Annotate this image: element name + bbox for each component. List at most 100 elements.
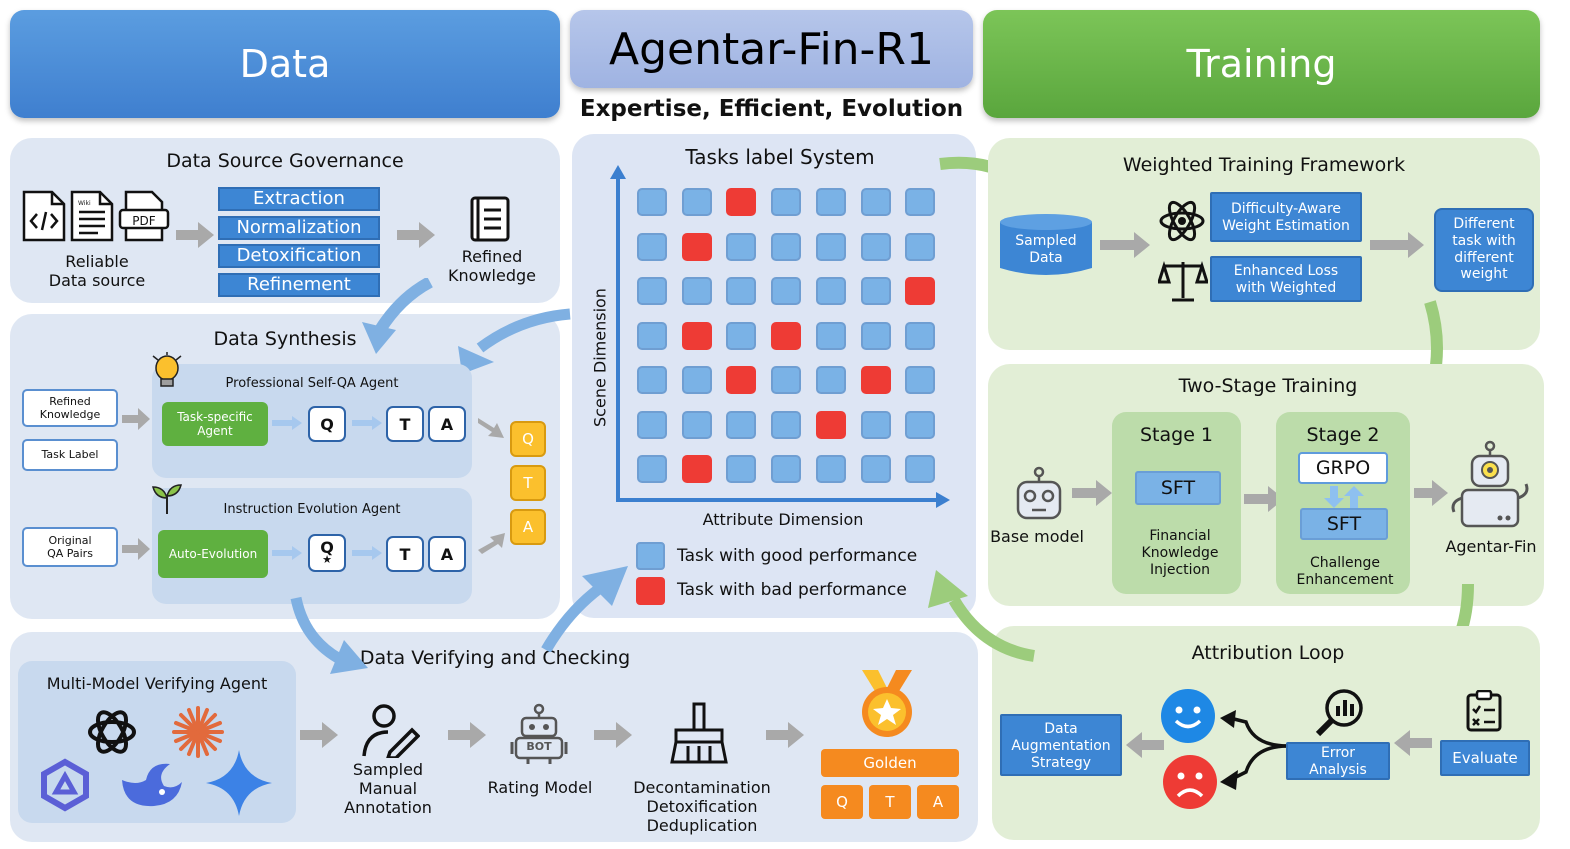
good-task-cell (905, 188, 936, 216)
bad-task-cell (681, 232, 712, 261)
legend-bad-swatch (636, 577, 665, 605)
stage2-label: Stage 2 (1306, 424, 1380, 446)
sampled-annotation-label: Sampled Manual Annotation (344, 760, 432, 818)
data-header-title: Data (239, 42, 331, 86)
wiki-doc-icon (70, 190, 114, 242)
good-task-cell (726, 277, 757, 305)
good-task-cell (815, 232, 846, 261)
refined-knowledge-label: Refined Knowledge (448, 247, 536, 286)
arrow-right-icon (176, 222, 214, 248)
good-task-cell (726, 232, 757, 261)
evaluate-box: Evaluate (1440, 740, 1530, 776)
stage1-desc: Financial Knowledge Injection (1141, 528, 1219, 578)
arrow-right-icon (1370, 232, 1424, 258)
refined-knowledge-input: Refined Knowledge (22, 389, 118, 427)
instruction-evolution-title: Instruction Evolution Agent (223, 502, 401, 517)
two-stage-title: Two-Stage Training (1178, 375, 1358, 397)
output-a-box: A (510, 509, 546, 545)
arrow-left-icon (1126, 732, 1164, 758)
data-header: Data (10, 10, 560, 118)
extraction-step: Extraction (218, 187, 380, 211)
database-icon (1000, 214, 1092, 275)
good-task-cell (637, 232, 667, 261)
good-task-cell (637, 410, 667, 439)
good-task-cell (681, 277, 712, 305)
evolved-question-box: Q ★ (308, 534, 346, 572)
curved-arrow-icon (458, 308, 571, 374)
detoxification-step: Detoxification (218, 244, 380, 268)
arrow-right-icon (1072, 480, 1112, 506)
good-task-cell (815, 277, 846, 305)
auto-evolution-agent: Auto-Evolution (158, 530, 268, 578)
self-qa-agent-title: Professional Self-QA Agent (225, 376, 399, 391)
good-task-cell (726, 455, 757, 483)
good-task-cell (637, 321, 667, 350)
arrow-down-right-icon (478, 418, 504, 438)
good-task-cell (771, 188, 802, 216)
task-specific-agent: Task-specific Agent (162, 402, 268, 446)
bad-task-cell (905, 277, 936, 305)
arrow-right-icon (272, 416, 302, 430)
happy-face-icon (1161, 689, 1215, 743)
good-task-cell (860, 277, 891, 305)
data-augmentation-box: Data Augmentation Strategy (1000, 714, 1122, 776)
subtitle: Expertise, Efficient, Evolution (579, 96, 964, 122)
refinement-step: Refinement (218, 273, 380, 297)
arrow-right-icon (1414, 480, 1448, 506)
good-task-cell (815, 321, 846, 350)
golden-t-box: T (869, 785, 911, 819)
arrow-up-right-icon (478, 533, 505, 554)
thinking-box: T (386, 536, 424, 572)
error-analysis-box: Error Analysis (1286, 742, 1390, 780)
knowledge-book-icon (470, 196, 510, 242)
answer-box: A (428, 536, 466, 572)
arrow-right-icon (766, 722, 804, 748)
good-task-cell (815, 366, 846, 394)
legend-bad-label: Task with bad performance (677, 580, 907, 600)
reliable-source-label: Reliable Data source (48, 252, 146, 291)
sft1-box: SFT (1135, 471, 1221, 505)
bad-task-cell (726, 188, 757, 216)
dsg-title: Data Source Governance (166, 150, 404, 172)
arrow-right-icon (122, 538, 150, 560)
good-task-cell (860, 410, 891, 439)
sampled-data-label: Sampled Data (1015, 233, 1077, 266)
arrow-right-icon (272, 546, 302, 560)
agentar-fin-label: Agentar-Fin (1445, 537, 1537, 556)
pdf-label: PDF (132, 214, 156, 228)
clipboard-icon (1466, 690, 1502, 732)
gemini-icon (206, 750, 272, 816)
output-q-box: Q (510, 421, 546, 457)
stage2-box (1276, 412, 1410, 594)
star-icon: ★ (322, 553, 332, 566)
question-box: Q (308, 406, 346, 442)
arrow-right-icon (352, 546, 382, 560)
good-task-cell (726, 410, 757, 439)
grpo-box: GRPO (1298, 452, 1388, 484)
curved-arrow-icon (290, 596, 368, 674)
magnifier-chart-icon (1315, 689, 1363, 737)
good-task-cell (860, 232, 891, 261)
claude-icon (172, 706, 224, 758)
qwen-icon (41, 758, 89, 812)
good-task-cell (905, 410, 936, 439)
rating-model-label: Rating Model (487, 778, 593, 797)
tasks-y-label: Scene Dimension (590, 288, 610, 427)
refined-knowledge-input-label: Refined Knowledge (39, 395, 101, 422)
good-task-cell (771, 277, 802, 305)
arrow-right-icon (122, 408, 150, 430)
main-title: Agentar-Fin-R1 (608, 23, 934, 75)
task-label-input: Task Label (22, 439, 118, 471)
openai-icon (88, 710, 136, 754)
tasks-axes (610, 165, 950, 508)
bad-task-cell (681, 321, 712, 350)
good-task-cell (771, 455, 802, 483)
training-header-title: Training (1186, 42, 1337, 86)
curved-arrow-icon (362, 278, 433, 354)
wtf-title: Weighted Training Framework (1122, 154, 1406, 176)
good-task-cell (860, 321, 891, 350)
good-task-cell (905, 366, 936, 394)
good-task-cell (905, 321, 936, 350)
robot-icon (1016, 466, 1062, 520)
good-task-cell (637, 455, 667, 483)
